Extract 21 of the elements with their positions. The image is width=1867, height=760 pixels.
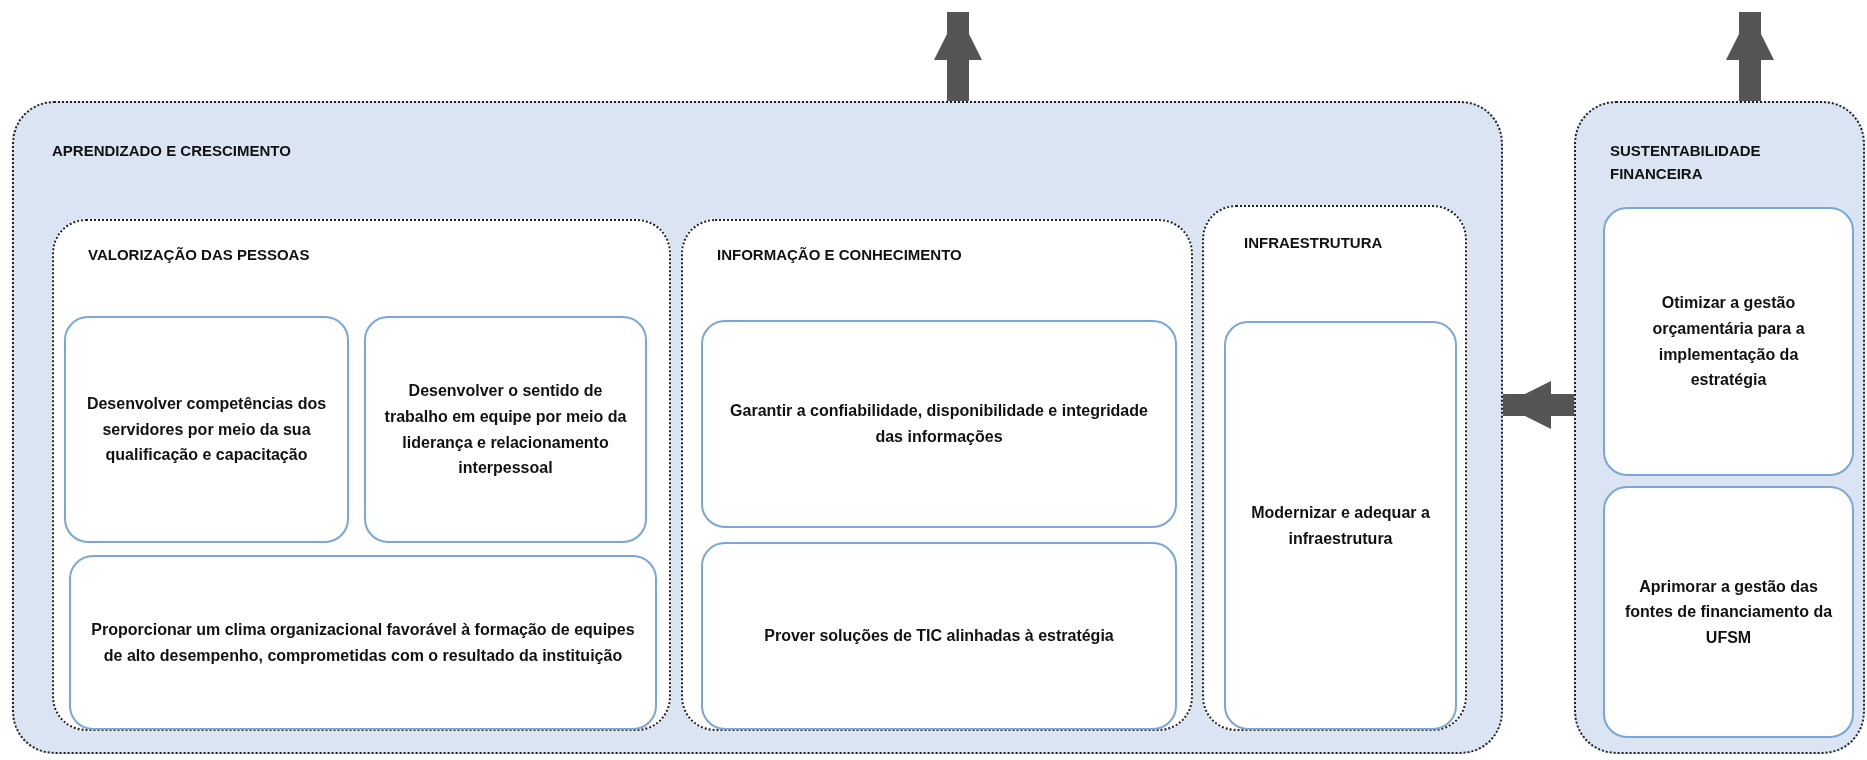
objective-box: Garantir a confiabilidade, disponibilidade e integridade das informações <box>701 320 1177 528</box>
group-heading: INFORMAÇÃO E CONHECIMENTO <box>717 245 962 265</box>
theme-panel <box>1202 205 1467 731</box>
objective-box: Aprimorar a gestão das fontes de financiamento da UFSM <box>1603 486 1854 738</box>
objective-box: Prover soluções de TIC alinhadas à estratégia <box>701 542 1177 730</box>
objective-box: Desenvolver competências dos servidores por meio da sua qualificação e capacitação <box>64 316 349 543</box>
perspective-panel <box>1574 101 1865 754</box>
perspective-panel <box>12 101 1503 754</box>
block-arrow <box>1725 12 1775 101</box>
group-heading: APRENDIZADO E CRESCIMENTO <box>52 141 291 161</box>
objective-box: Desenvolver o sentido de trabalho em equipe por meio da liderança e relacionamento interpessoal <box>364 316 647 543</box>
objective-box: Proporcionar um clima organizacional favorável à formação de equipes de alto desempenho, comprometidas com o resultado da instituição <box>69 555 657 730</box>
block-arrow <box>933 12 983 101</box>
group-heading: SUSTENTABILIDADE FINANCEIRA <box>1610 141 1762 185</box>
group-heading: INFRAESTRUTURA <box>1244 233 1383 253</box>
group-heading: VALORIZAÇÃO DAS PESSOAS <box>88 245 310 265</box>
theme-panel <box>681 219 1193 731</box>
objective-box: Modernizar e adequar a infraestrutura <box>1224 321 1457 730</box>
theme-panel <box>52 219 671 731</box>
objective-box: Otimizar a gestão orçamentária para a implementação da estratégia <box>1603 207 1854 476</box>
block-arrow <box>1503 380 1574 430</box>
